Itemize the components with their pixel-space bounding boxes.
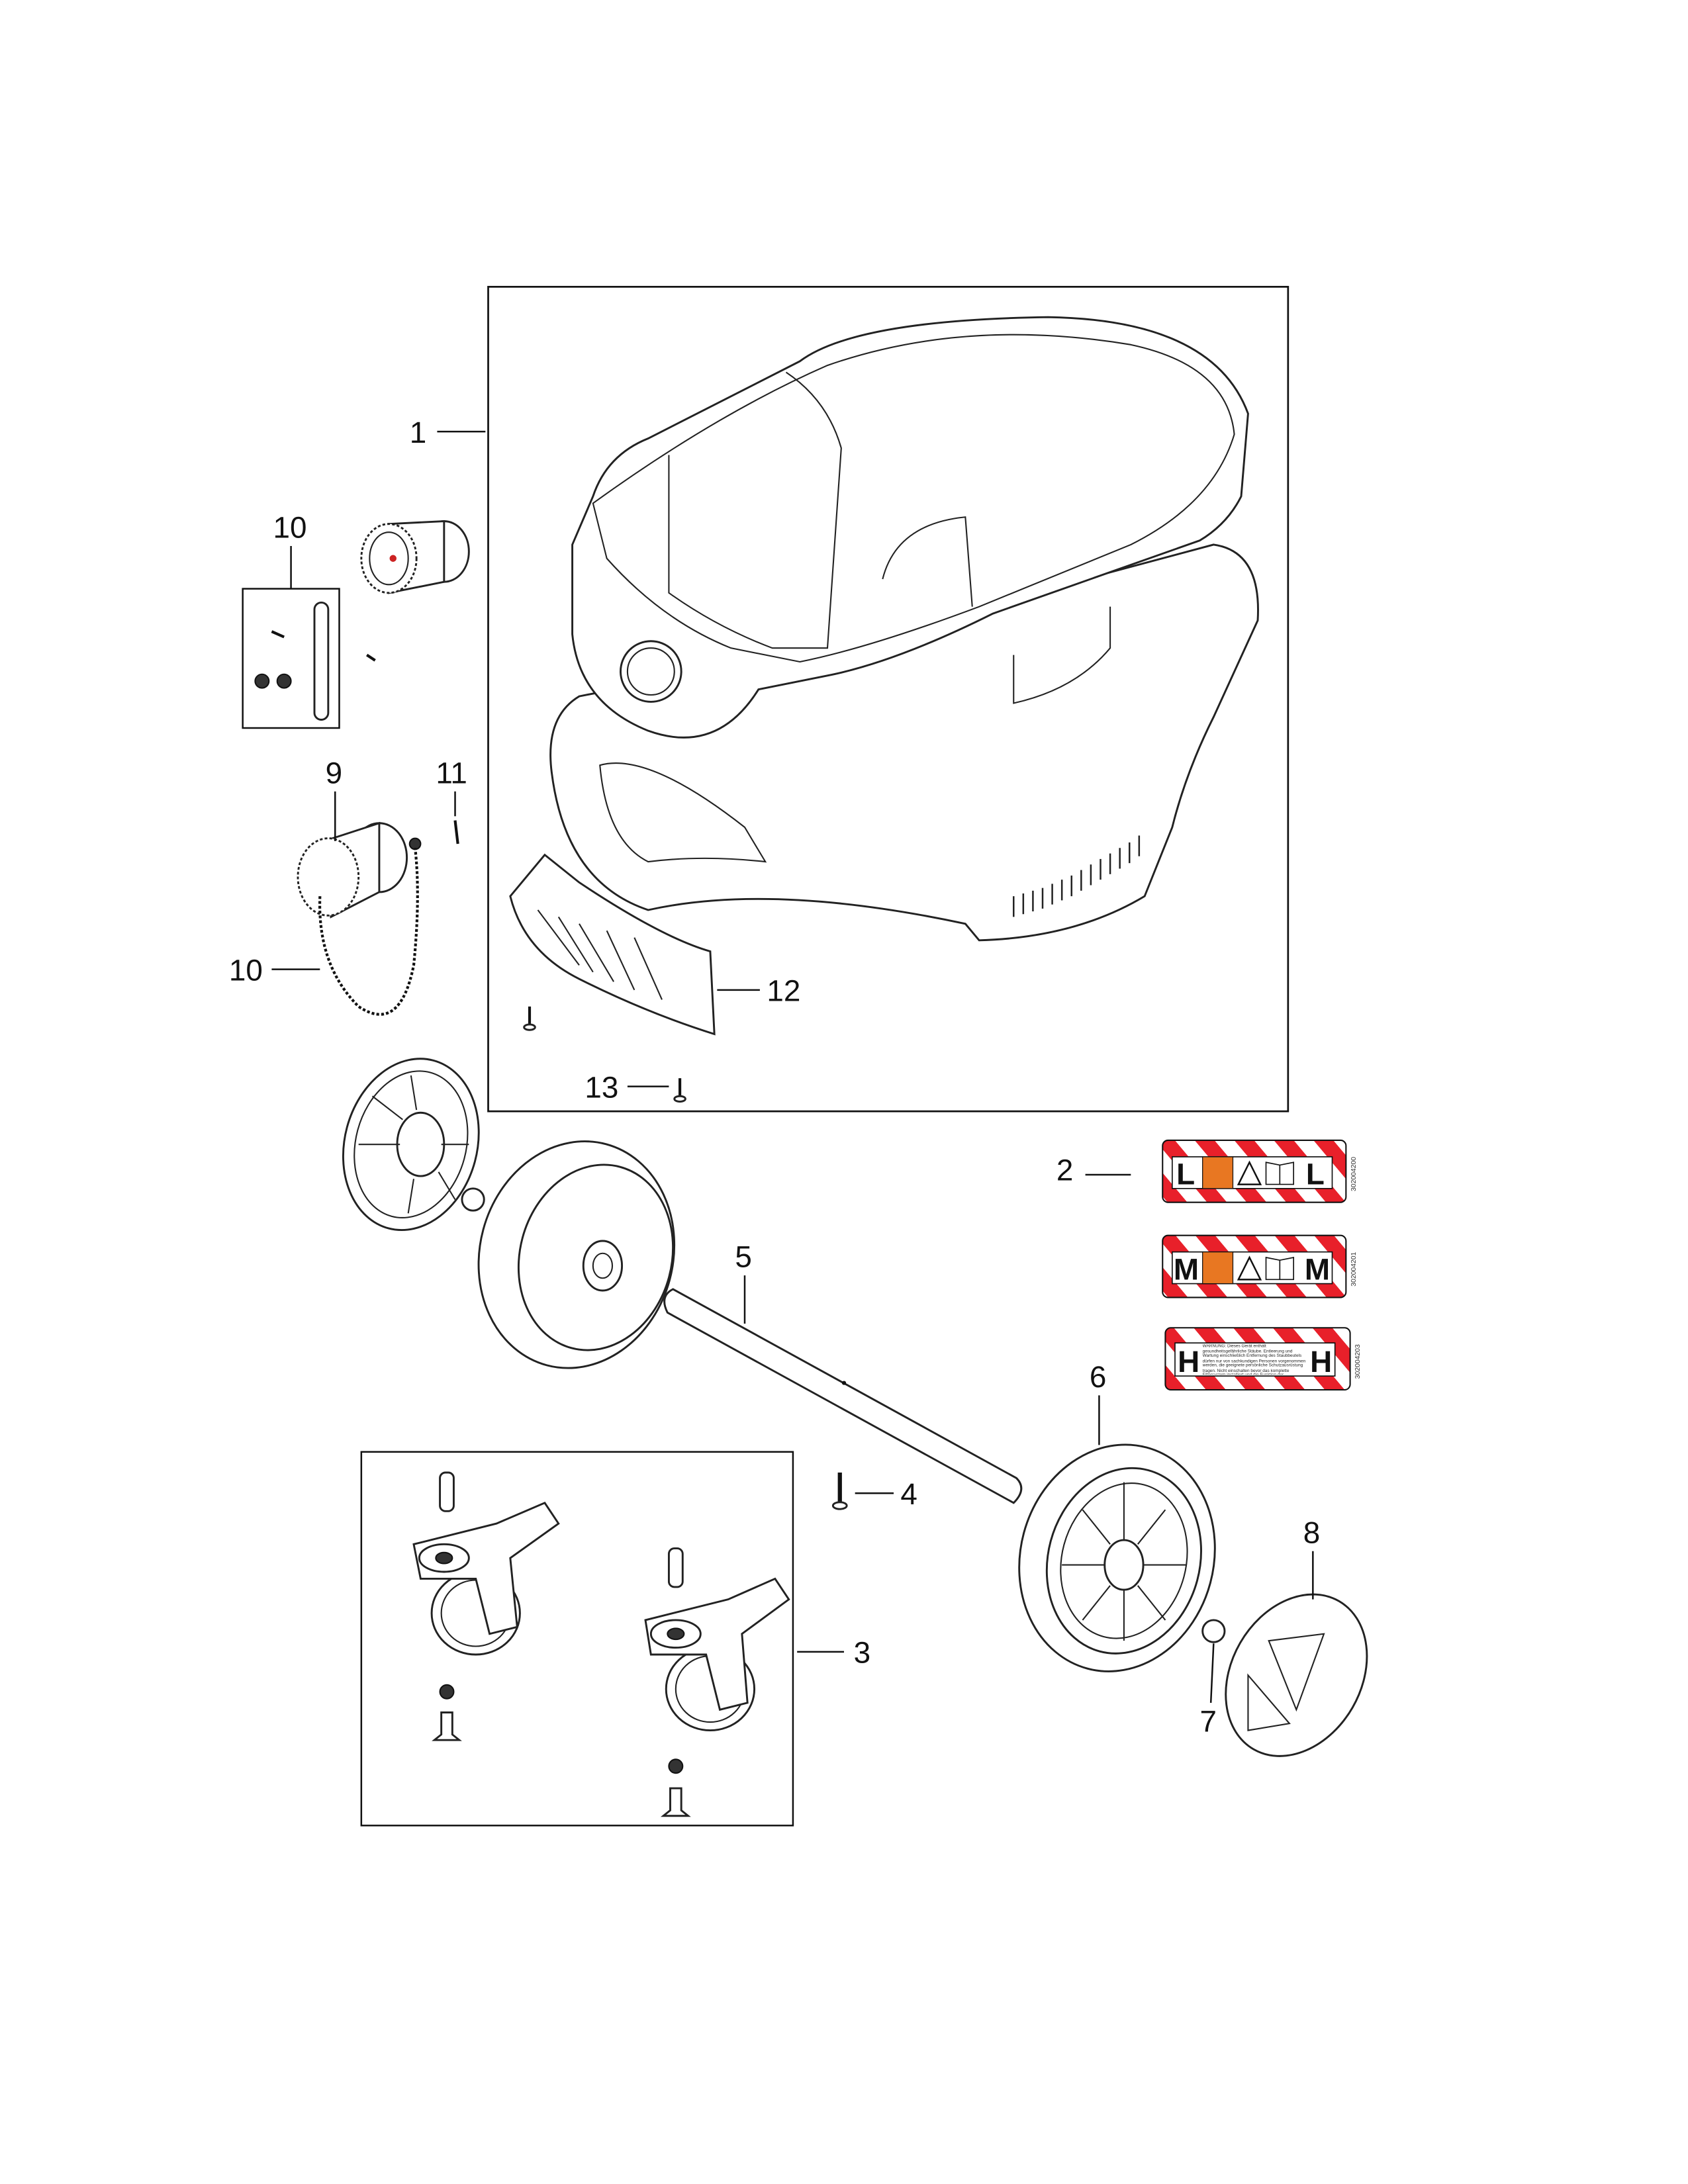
- hose-port-cap-with-chain: [297, 821, 422, 1016]
- svg-text:2: 2: [1056, 1153, 1074, 1187]
- manual-info-icon: [1265, 1161, 1294, 1185]
- washer-icon: [254, 673, 270, 689]
- warning-triangle-icon: [1237, 1160, 1262, 1185]
- hazard-label-L: L L 302004200: [1162, 1139, 1358, 1203]
- svg-text:3: 3: [854, 1636, 870, 1670]
- strap-plate: [313, 601, 330, 721]
- hazard-label-M: M M 302004201: [1162, 1234, 1358, 1298]
- hubcap-8: [1225, 1593, 1368, 1757]
- callout-4: 4: [855, 1477, 917, 1511]
- svg-text:H: H: [1178, 1345, 1199, 1379]
- retaining-ring: [461, 1187, 485, 1212]
- callout-1: 1: [410, 416, 486, 449]
- svg-text:12: 12: [767, 974, 800, 1008]
- callout-12: 12: [717, 974, 800, 1008]
- svg-text:8: 8: [1303, 1516, 1321, 1549]
- svg-text:10: 10: [229, 953, 263, 987]
- screw-13: [673, 1078, 686, 1103]
- manual-info-icon: [1265, 1256, 1294, 1281]
- svg-text:L: L: [1176, 1158, 1195, 1191]
- svg-text:9: 9: [326, 756, 342, 790]
- svg-text:1: 1: [410, 416, 427, 449]
- callout-2: 2: [1056, 1153, 1131, 1187]
- wheel-hub-cover: [342, 1058, 480, 1232]
- svg-text:7: 7: [1200, 1705, 1217, 1739]
- svg-text:10: 10: [273, 510, 307, 544]
- hazard-label-H: H WARNUNG: Dieses Gerät enthält gesundhe…: [1164, 1327, 1362, 1391]
- callout-11: 11: [436, 756, 467, 817]
- caster-wheel-braked: [644, 1547, 790, 1817]
- container-tank: [549, 316, 1259, 942]
- assembly-box-casters: [360, 1451, 794, 1827]
- front-bumper: [509, 853, 716, 1036]
- callout-10-top: 10: [273, 510, 307, 589]
- svg-text:5: 5: [735, 1240, 752, 1274]
- svg-text:302004200: 302004200: [1350, 1157, 1358, 1191]
- callout-8: 8: [1303, 1516, 1321, 1600]
- wheel-left: [477, 1140, 676, 1369]
- wheel-right: [1018, 1443, 1216, 1672]
- svg-text:L: L: [1306, 1158, 1325, 1191]
- warning-triangle-icon: [1237, 1255, 1262, 1281]
- callout-5: 5: [735, 1240, 752, 1324]
- svg-text:H: H: [1310, 1345, 1332, 1379]
- callout-9: 9: [326, 756, 342, 841]
- svg-text:M: M: [1174, 1252, 1199, 1286]
- svg-text:13: 13: [585, 1070, 618, 1104]
- svg-text:6: 6: [1090, 1360, 1107, 1394]
- svg-text:M: M: [1305, 1252, 1330, 1286]
- svg-text:302004203: 302004203: [1354, 1344, 1362, 1379]
- caster-wheel: [412, 1471, 560, 1741]
- callout-7: 7: [1200, 1643, 1217, 1739]
- screw-12: [523, 1006, 536, 1031]
- callout-6: 6: [1090, 1360, 1107, 1445]
- callout-3: 3: [797, 1636, 870, 1670]
- axle: [663, 1288, 1023, 1504]
- callout-10-bottom: 10: [229, 953, 320, 987]
- hose-port-cap: [360, 520, 470, 594]
- retaining-ring-7: [1201, 1619, 1226, 1643]
- assembly-box-container: [487, 285, 1289, 1113]
- callout-13: 13: [585, 1070, 669, 1104]
- svg-text:4: 4: [900, 1477, 917, 1511]
- svg-text:11: 11: [436, 756, 467, 790]
- warning-text: WARNUNG: Dieses Gerät enthält gesundheit…: [1202, 1344, 1306, 1375]
- screw-4: [831, 1473, 848, 1510]
- svg-text:302004201: 302004201: [1350, 1251, 1358, 1286]
